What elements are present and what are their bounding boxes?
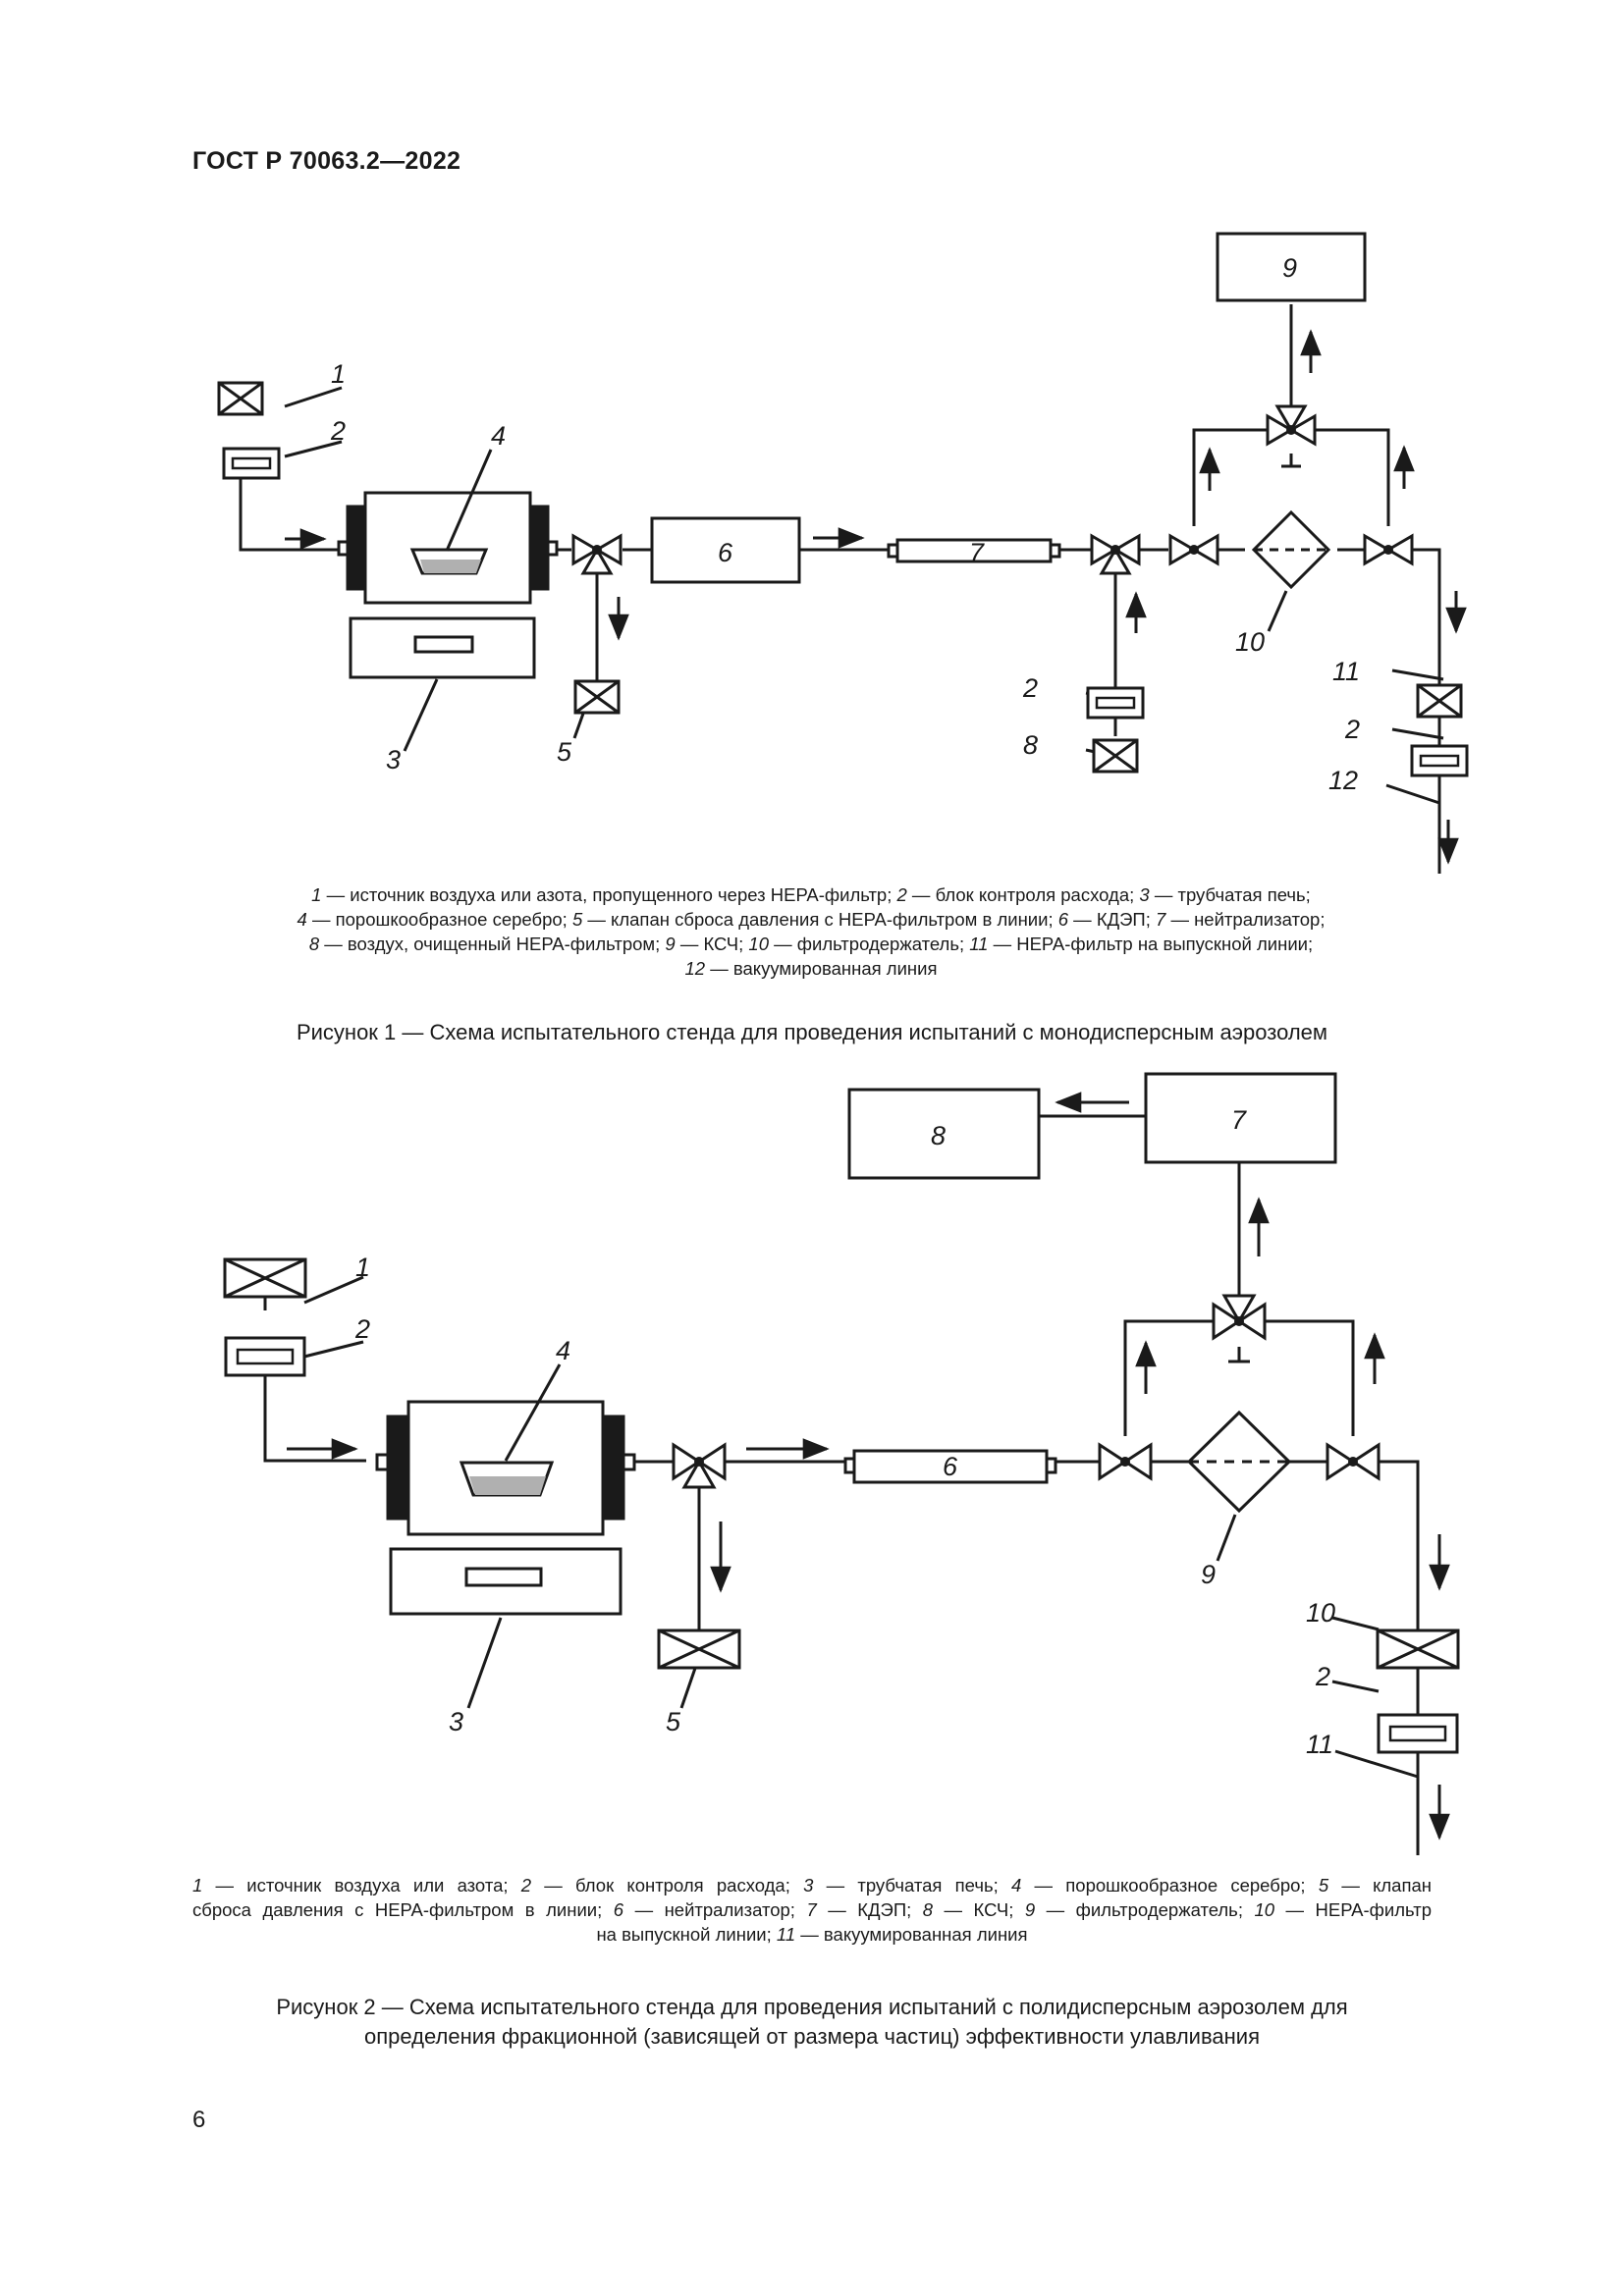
page-number: 6 [192, 2107, 206, 2133]
legend-line: на выпускной линии; 11 — вакуумированная… [596, 1924, 1028, 1945]
document-header: ГОСТ Р 70063.2—2022 [192, 147, 461, 175]
figure-2-diagram: 8 7 1 2 4 3 5 6 9 10 2 11 [0, 1060, 1624, 1870]
legend-line: сброса давления с HEPA-фильтром в линии;… [192, 1899, 1432, 1920]
fig2-label-8: 8 [931, 1121, 946, 1150]
fig1-label-10: 10 [1235, 627, 1265, 657]
figure-2-legend: 1 — источник воздуха или азота; 2 — блок… [192, 1873, 1432, 1947]
fig1-label-12: 12 [1328, 766, 1358, 795]
fig2-label-11: 11 [1306, 1730, 1333, 1759]
legend-line: 12 — вакуумированная линия [684, 958, 938, 979]
fig1-label-4: 4 [491, 421, 506, 451]
fig1-label-3: 3 [386, 745, 401, 774]
fig2-label-3: 3 [449, 1707, 463, 1736]
fig2-label-10: 10 [1306, 1598, 1335, 1628]
fig2-label-9: 9 [1201, 1560, 1216, 1589]
fig2-label-2a: 2 [354, 1314, 370, 1344]
fig2-label-7: 7 [1231, 1105, 1247, 1135]
fig1-label-2c: 2 [1344, 715, 1360, 744]
fig1-label-2a: 2 [330, 416, 346, 446]
fig1-label-1: 1 [331, 359, 346, 389]
figure-1-caption: Рисунок 1 — Схема испытательного стенда … [296, 1020, 1328, 1044]
fig1-label-6: 6 [718, 538, 733, 567]
fig2-label-4: 4 [556, 1336, 570, 1365]
caption-line: определения фракционной (зависящей от ра… [364, 2024, 1260, 2049]
fig1-label-9: 9 [1282, 253, 1297, 283]
legend-line: 1 — источник воздуха или азота; 2 — блок… [192, 1875, 1432, 1896]
fig1-label-7: 7 [969, 538, 985, 567]
figure-1-diagram: 1 2 4 3 5 6 7 9 10 2 8 11 2 12 [0, 226, 1624, 913]
fig2-label-2b: 2 [1315, 1662, 1330, 1691]
legend-line: 8 — воздух, очищенный HEPA-фильтром; 9 —… [308, 934, 1314, 954]
figure-1-legend: 1 — источник воздуха или азота, пропущен… [192, 882, 1430, 981]
fig2-label-6: 6 [943, 1452, 958, 1481]
fig1-label-11: 11 [1332, 657, 1360, 686]
fig2-label-1: 1 [355, 1253, 370, 1282]
fig1-label-8: 8 [1023, 730, 1038, 760]
figure-2-caption: Рисунок 2 — Схема испытательного стенда … [192, 1993, 1432, 2052]
legend-line: 1 — источник воздуха или азота, пропущен… [311, 884, 1311, 905]
fig1-label-2b: 2 [1022, 673, 1038, 703]
legend-line: 4 — порошкообразное серебро; 5 — клапан … [297, 909, 1326, 930]
fig1-label-5: 5 [557, 737, 572, 767]
fig2-label-5: 5 [666, 1707, 681, 1736]
caption-line: Рисунок 2 — Схема испытательного стенда … [276, 1995, 1348, 2019]
